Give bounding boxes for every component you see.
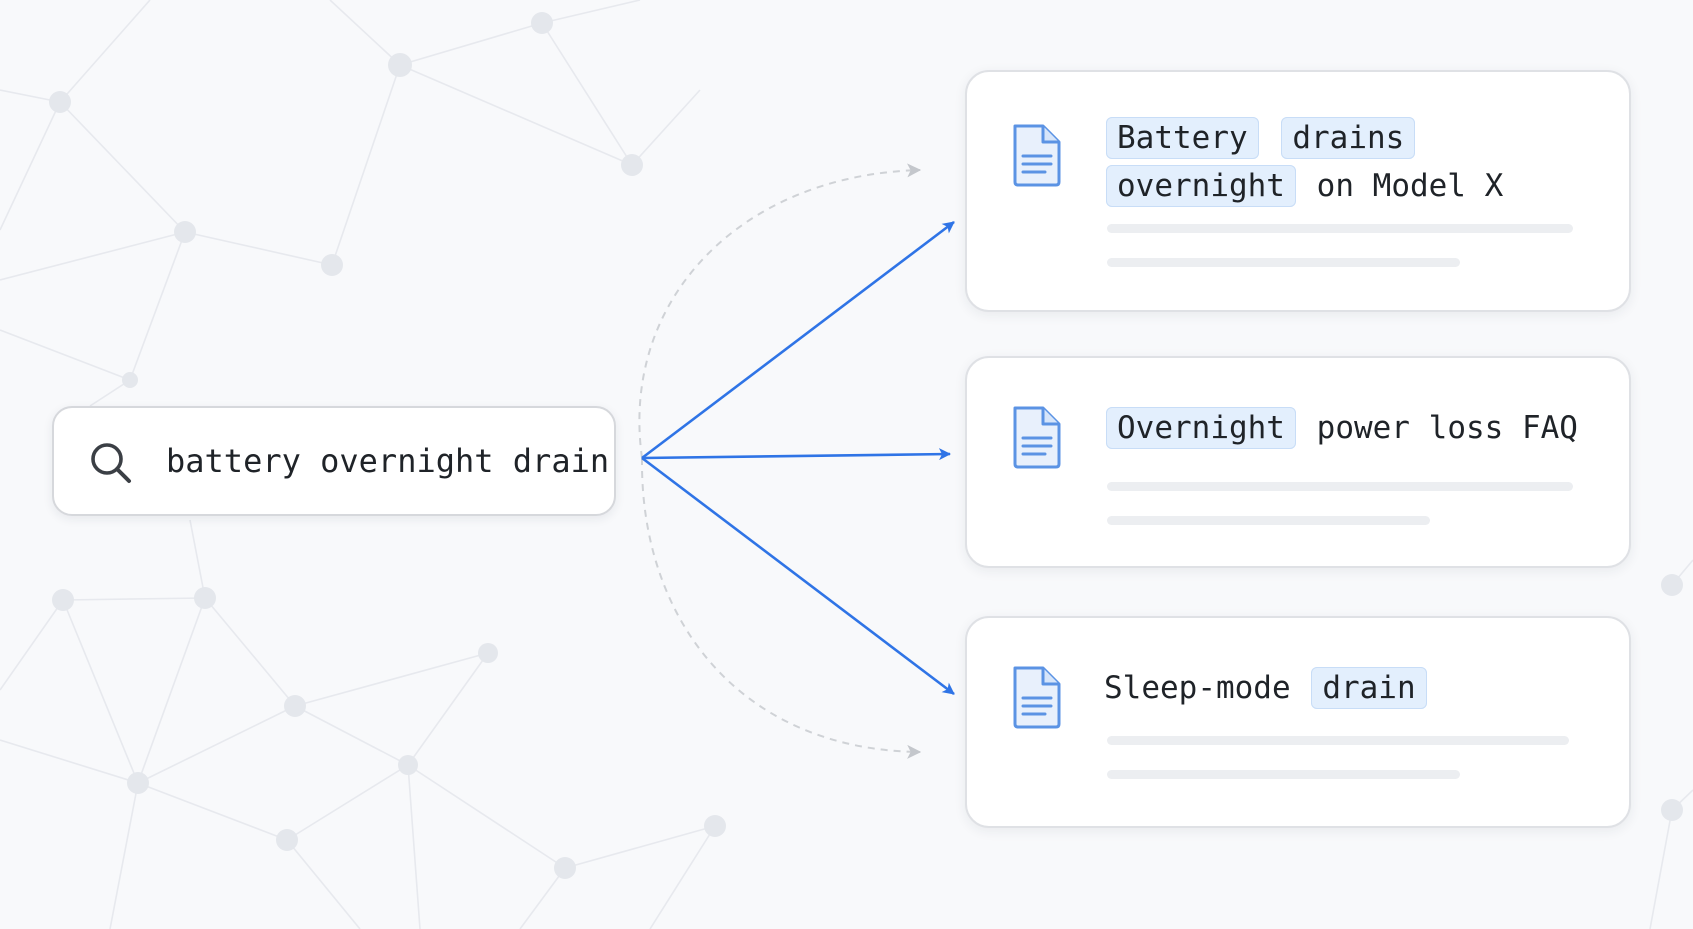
- arrow-to-result-3: [641, 456, 955, 696]
- title-word: FAQ: [1521, 410, 1578, 446]
- title-word: Sleep-mode: [1104, 670, 1291, 706]
- snippet-placeholder-line: [1107, 516, 1430, 525]
- snippet-placeholder-line: [1107, 258, 1460, 267]
- result-title: Overnight power loss FAQ: [1104, 404, 1614, 452]
- title-word: Model: [1372, 168, 1466, 204]
- document-icon: [1013, 666, 1061, 729]
- dashed-arc: [638, 163, 922, 459]
- title-word: X: [1484, 168, 1504, 204]
- search-icon: [91, 443, 131, 483]
- result-card-2[interactable]: Overnight power loss FAQ: [965, 356, 1631, 568]
- result-title: Battery drains overnight on Model X: [1104, 114, 1614, 210]
- result-card-3[interactable]: Sleep-mode drain: [965, 616, 1631, 828]
- highlighted-term: drain: [1311, 667, 1427, 709]
- highlighted-term: Battery: [1106, 117, 1259, 159]
- snippet-placeholder-line: [1107, 770, 1460, 779]
- search-query: battery overnight drain: [166, 442, 610, 480]
- snippet-placeholder-line: [1107, 736, 1569, 745]
- arrow-to-result-1: [641, 220, 955, 460]
- title-word: on: [1316, 168, 1354, 204]
- search-box[interactable]: battery overnight drain: [52, 406, 616, 516]
- dashed-arc: [640, 457, 922, 759]
- title-word: loss: [1428, 410, 1504, 446]
- arrow-to-result-2: [641, 448, 951, 461]
- snippet-placeholder-line: [1107, 482, 1573, 491]
- result-title: Sleep-mode drain: [1104, 664, 1614, 712]
- highlighted-term: overnight: [1106, 165, 1296, 207]
- document-icon: [1013, 124, 1061, 187]
- document-icon: [1013, 406, 1061, 469]
- title-word: power: [1316, 410, 1410, 446]
- snippet-placeholder-line: [1107, 224, 1573, 233]
- result-card-1[interactable]: Battery drains overnight on Model X: [965, 70, 1631, 312]
- highlighted-term: Overnight: [1106, 407, 1296, 449]
- highlighted-term: drains: [1281, 117, 1416, 159]
